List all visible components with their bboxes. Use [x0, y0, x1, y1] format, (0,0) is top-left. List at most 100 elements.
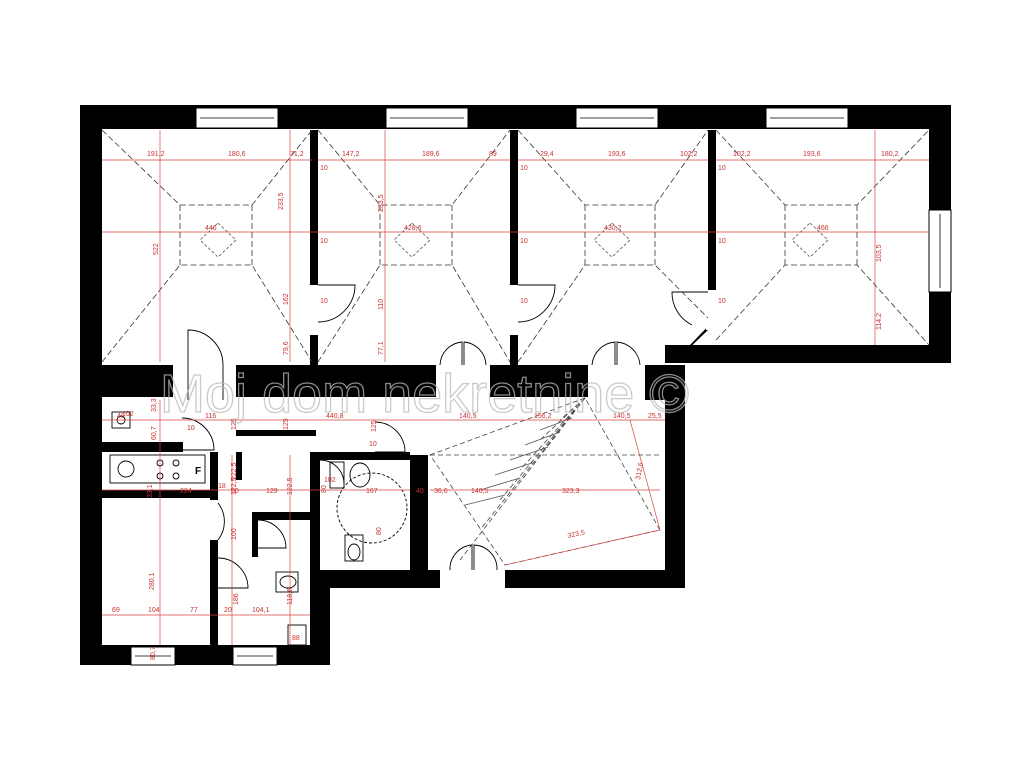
dim-label: 104,1 — [252, 607, 270, 614]
sink-icon — [117, 460, 135, 478]
dim-label: 280,1 — [149, 572, 156, 590]
dim-label: 80 — [376, 527, 383, 535]
dim-label: 140,5 — [471, 488, 489, 495]
dim-label: 20 — [224, 607, 232, 614]
dim-label: 522 — [153, 243, 160, 255]
dim-label: 233,5 — [278, 192, 285, 210]
dim-label: 10 — [320, 238, 328, 245]
dim-label: 428,6 — [404, 225, 422, 232]
toilet-icon — [329, 461, 345, 489]
dim-label: 10 — [369, 441, 377, 448]
door-openings — [173, 285, 718, 590]
dim-label: 129 — [266, 488, 278, 495]
dim-label: 36,6 — [434, 488, 448, 495]
dim-label: 446 — [205, 225, 217, 232]
dim-label: 156,2 — [534, 413, 552, 420]
dim-label: 224 — [180, 488, 192, 495]
dim-label: 10 — [718, 165, 726, 172]
dim-label: 162 — [283, 293, 290, 305]
dim-label: 80 — [321, 485, 328, 493]
stove-burner-icon — [172, 459, 180, 467]
dim-label: 10 — [320, 165, 328, 172]
dim-label: 193,6 — [803, 151, 821, 158]
kitchen-counter — [109, 454, 206, 484]
outer-walls — [80, 105, 951, 665]
dim-label: 312,6 — [635, 462, 645, 481]
dim-label: 110 — [378, 299, 385, 310]
dim-label: 71,2 — [290, 151, 304, 158]
dim-label: 140,5 — [459, 413, 477, 420]
dim-label: 10 — [520, 298, 528, 305]
dim-label: 191,2 — [147, 151, 165, 158]
dim-label: 180,6 — [228, 151, 246, 158]
ceiling-diamonds — [199, 222, 829, 258]
dim-label: 25,5 — [648, 413, 662, 420]
dim-label: 69 — [112, 607, 120, 614]
dim-label: 100 — [231, 528, 238, 540]
shower-icon — [287, 624, 307, 646]
dim-label: 79,6 — [283, 341, 290, 355]
dim-label: 102 — [122, 411, 134, 418]
dim-label: 189,6 — [422, 151, 440, 158]
dim-label: 102,2 — [680, 151, 698, 158]
dim-label: 116 — [205, 413, 216, 420]
dim-label: 323,5 — [567, 529, 586, 540]
dim-label: 180,2 — [881, 151, 899, 158]
dim-label: 10 — [718, 298, 726, 305]
dim-label: 323,3 — [562, 488, 580, 495]
dim-label: 33,1 — [147, 484, 154, 498]
dim-label: 18 — [218, 483, 226, 490]
dim-label: 430,2 — [604, 225, 622, 232]
dim-label: 125 — [371, 420, 378, 432]
dim-label: 77 — [190, 607, 198, 614]
dim-label: 102 — [324, 477, 336, 484]
dim-label: 33,3 — [151, 398, 158, 412]
stove-burner-icon — [172, 472, 180, 480]
dim-label: 10 — [187, 425, 195, 432]
dim-label: 89 — [489, 151, 497, 158]
dim-label: 186 — [233, 593, 240, 605]
dim-label: 40 — [117, 413, 125, 420]
round-table — [336, 472, 408, 544]
dim-label: 77,1 — [378, 341, 385, 355]
dim-label: 140,5 — [613, 413, 631, 420]
dim-label: 102,2 — [733, 151, 751, 158]
dim-label: 10 — [520, 238, 528, 245]
dim-label: 103,5 — [876, 244, 883, 262]
door-swings — [181, 284, 708, 589]
dim-label: 40 — [416, 488, 424, 495]
dim-label: 125 — [231, 418, 238, 430]
dim-label: 80 — [231, 488, 239, 495]
dim-label: 466 — [817, 225, 829, 232]
dim-label: 440,8 — [326, 413, 344, 420]
dim-label: 29,4 — [540, 151, 554, 158]
dim-label: 104 — [148, 607, 160, 614]
room-marker: F — [195, 466, 201, 477]
room-vault-lines — [101, 129, 930, 363]
dim-label: 88 — [292, 635, 300, 642]
dim-label: 122,5 — [231, 477, 238, 495]
dim-label: 118,6 — [287, 588, 294, 605]
dim-label: 233,5 — [378, 194, 385, 212]
dim-label: 222,5 — [231, 462, 238, 480]
dim-label: 147,2 — [342, 151, 360, 158]
fixtures — [109, 411, 408, 646]
dim-label: 122,5 — [287, 477, 294, 495]
stair-treads — [464, 417, 573, 506]
toilet-bowl-icon — [349, 462, 371, 488]
dim-label: 125 — [283, 418, 290, 430]
dim-label: 10 — [520, 165, 528, 172]
dim-label: 10 — [718, 238, 726, 245]
watermark-text: Moj dom nekretnine © — [160, 364, 689, 424]
dimension-labels: 191,2 180,6 71,2 233,5 446 522 162 79,6 … — [112, 151, 899, 660]
dim-label: 193,6 — [608, 151, 626, 158]
wc-icon — [344, 534, 364, 562]
dim-label: 60,7 — [151, 426, 158, 440]
dim-label: 167 — [366, 488, 378, 495]
dim-label: 80,7 — [150, 646, 157, 660]
toilet-icon — [275, 571, 299, 593]
dim-label: 114,2 — [876, 313, 883, 330]
dimension-lines — [102, 130, 929, 645]
dim-label: 10 — [320, 298, 328, 305]
